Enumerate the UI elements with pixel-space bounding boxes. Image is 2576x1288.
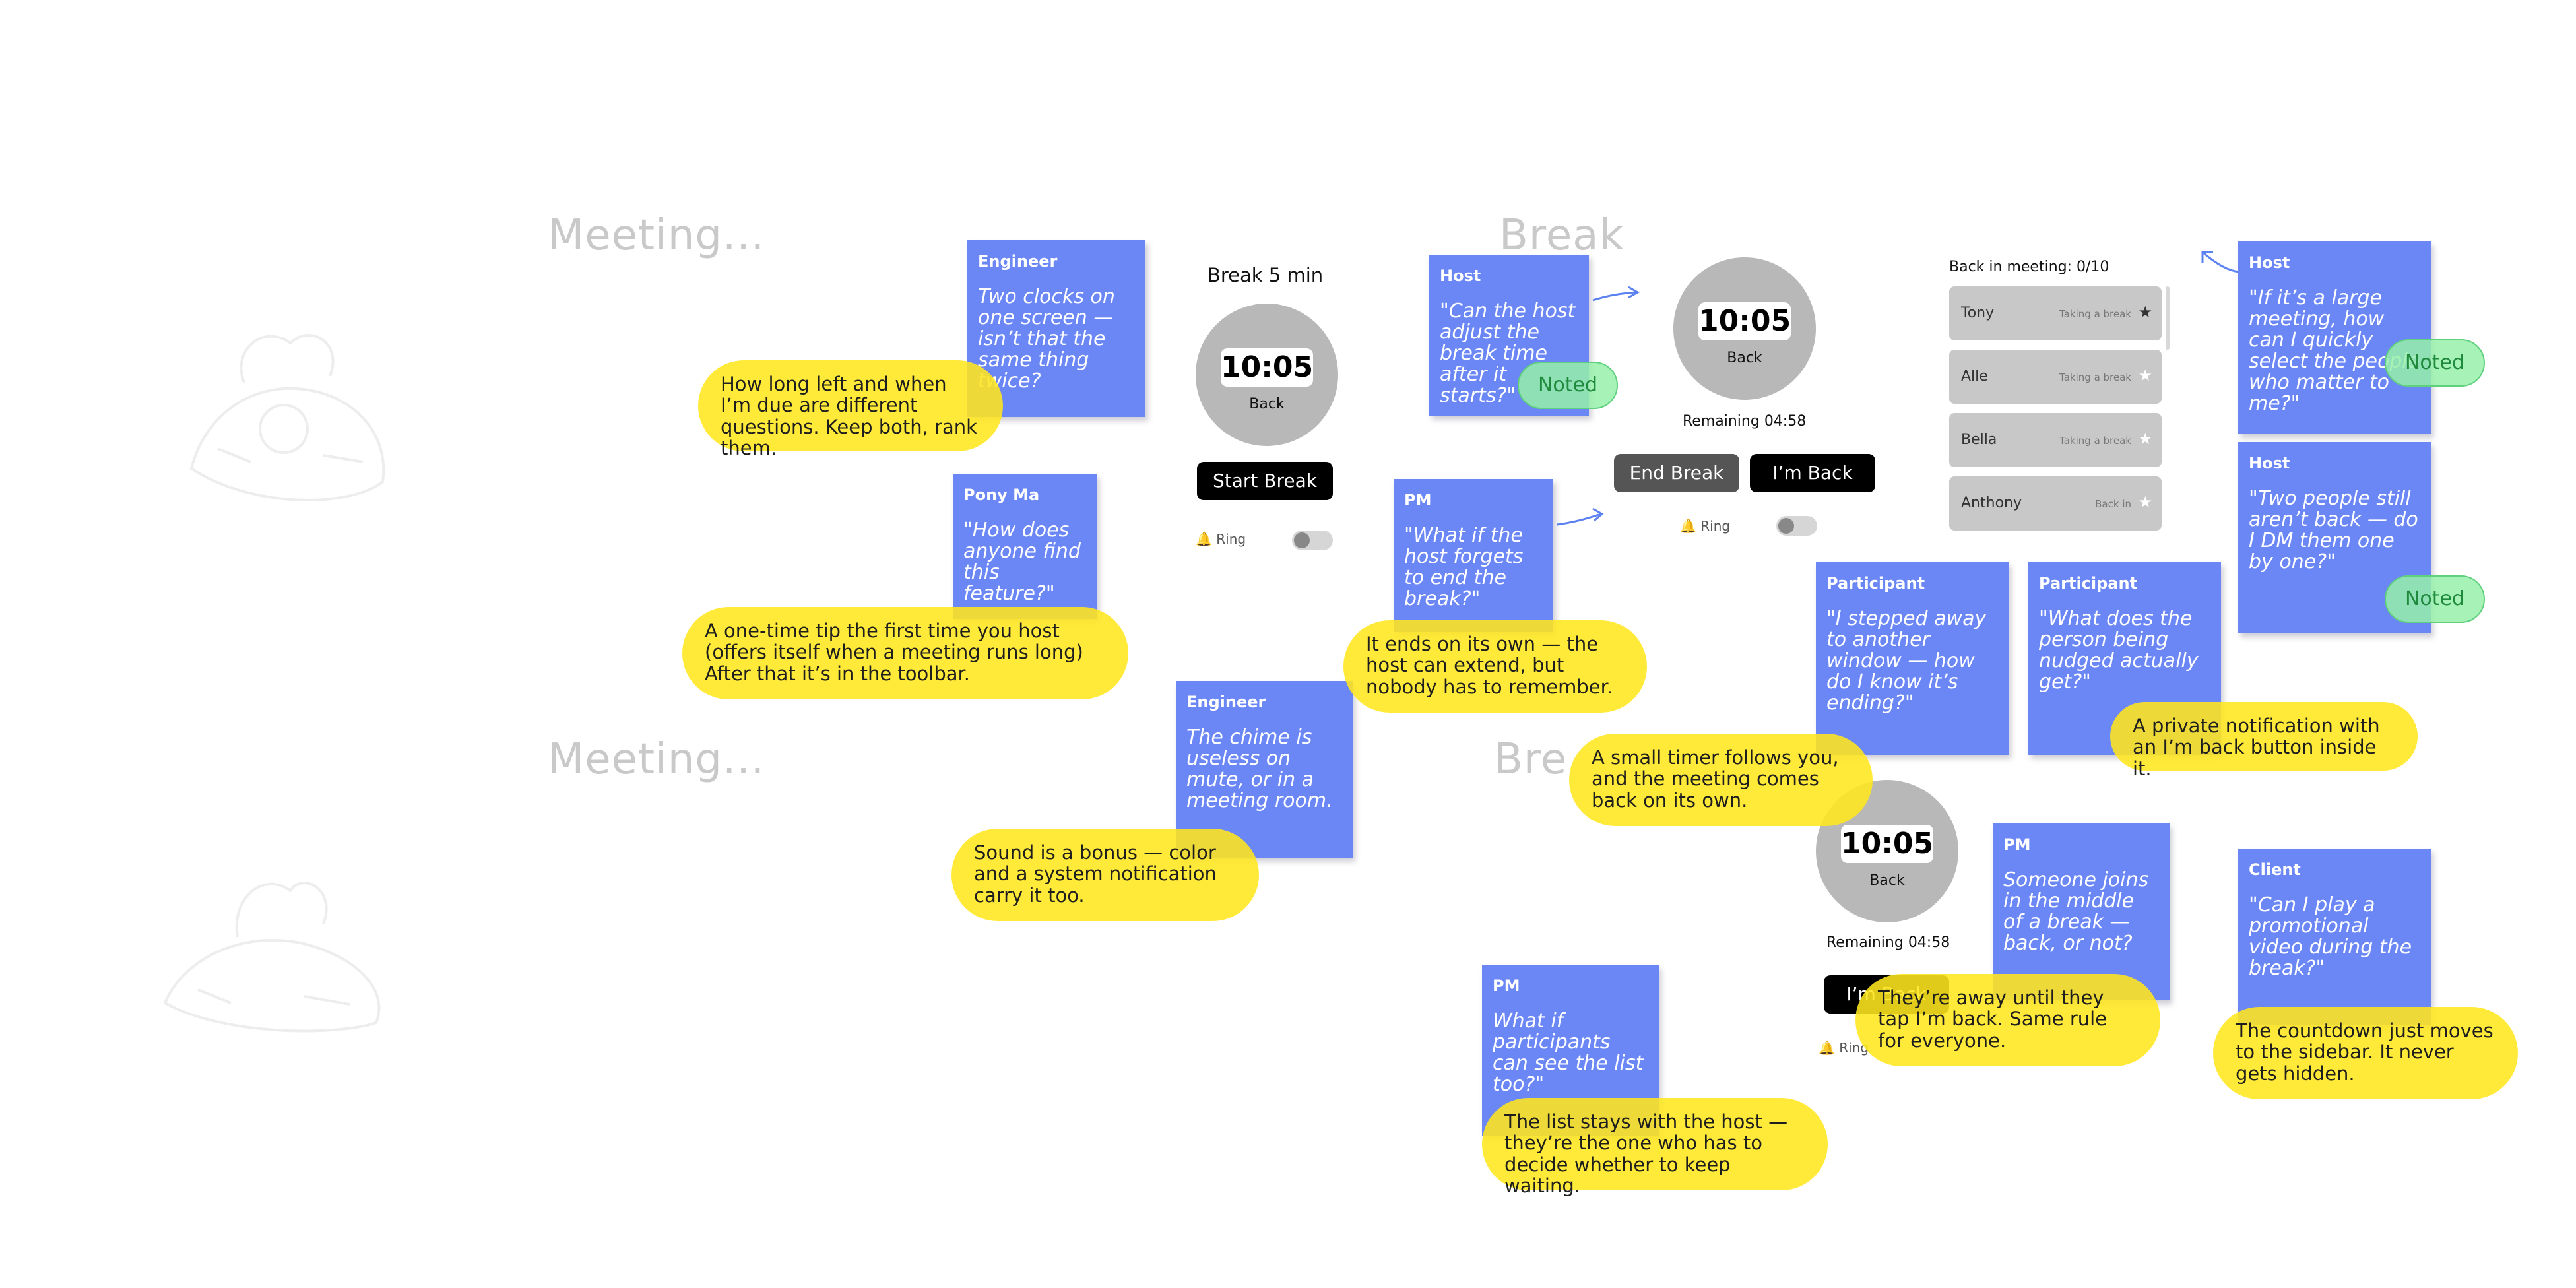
noted-badge: Noted [1518, 362, 1618, 409]
star-icon[interactable]: ★ [2138, 494, 2152, 511]
sketch-illustration-bottom [163, 882, 381, 1033]
note-role: PM [1493, 977, 1520, 995]
clock-label: Back [1869, 872, 1905, 889]
ring-row: 🔔 Ring [1680, 518, 1730, 534]
arrow-to-participant-list [2201, 251, 2240, 273]
participant-status: Taking a break [2059, 308, 2131, 320]
ring-row: 🔔 Ring [1196, 531, 1246, 547]
note-role: Pony Ma [963, 486, 1040, 504]
note-role: Participant [2039, 574, 2138, 593]
sticky-note: PM "What if the host forgets to end the … [1394, 479, 1553, 632]
sticky-note: Pony Ma "How does anyone find this featu… [953, 474, 1097, 619]
clock-time: 10:05 [1841, 825, 1933, 863]
comment-bubble: How long left and when I’m due are diffe… [698, 360, 1003, 459]
note-quote: "What if the host forgets to end the bre… [1404, 524, 1524, 611]
sticky-note: Client "Can I play a promotional video d… [2238, 849, 2431, 1025]
bell-icon: 🔔 [1819, 1040, 1835, 1056]
sticky-note: Participant "I stepped away to another w… [1816, 562, 2009, 755]
comment-bubble: A one-time tip the first time you host (… [682, 607, 1128, 699]
note-quote: "I stepped away to another window — how … [1826, 607, 1987, 715]
arrow-to-end-break [1557, 507, 1604, 526]
participant-name: Anthony [1961, 495, 2022, 511]
participant-row[interactable]: Anthony Back in ★ [1949, 476, 2162, 531]
note-quote: "What does the person being nudged actua… [2039, 607, 2199, 694]
clock-time: 10:05 [1698, 302, 1791, 340]
clock-label: Back [1727, 350, 1762, 366]
participant-status: Taking a break [2059, 371, 2131, 383]
note-quote: "Two people still aren’t back — do I DM … [2249, 487, 2418, 574]
participant-status: Taking a break [2059, 435, 2131, 447]
ring-label: Ring [1216, 531, 1246, 547]
note-quote: "How does anyone find this feature?" [963, 519, 1081, 606]
comment-bubble: The countdown just moves to the sidebar.… [2213, 1007, 2518, 1099]
bell-icon: 🔔 [1680, 518, 1696, 534]
start-break-button[interactable]: Start Break [1197, 462, 1333, 500]
sketch-illustration-top [189, 334, 385, 501]
arrow-to-break-clock [1592, 286, 1640, 302]
meeting-title-top: Meeting... [548, 211, 765, 260]
participant-name: Bella [1961, 432, 1997, 448]
comment-bubble: The list stays with the host — they’re t… [1482, 1098, 1828, 1197]
back-in-meeting-count: Back in meeting: 0/10 [1949, 259, 2109, 275]
break-duration-heading: Break 5 min [1208, 264, 1324, 286]
note-quote: Two clocks on one screen — isn’t that th… [978, 285, 1115, 393]
clock-label: Back [1249, 396, 1285, 412]
comment-bubble: It ends on its own — the host can extend… [1343, 620, 1647, 713]
sticky-note: Host "If it’s a large meeting, how can I… [2238, 242, 2431, 434]
note-quote: Someone joins in the middle of a break —… [2003, 868, 2149, 955]
comment-bubble: A private notification with an I’m back … [2110, 702, 2418, 779]
participant-row[interactable]: Alle Taking a break ★ [1949, 350, 2162, 404]
participant-row[interactable]: Tony Taking a break ★ [1949, 286, 2162, 340]
break-clock-2: 10:05 Back [1673, 257, 1816, 400]
meeting-title-bottom: Meeting... [548, 735, 765, 784]
ring-toggle[interactable] [1776, 516, 1817, 536]
note-quote: What if participants can see the list to… [1493, 1010, 1644, 1097]
noted-badge: Noted [2385, 339, 2485, 387]
note-quote: The chime is useless on mute, or in a me… [1186, 726, 1333, 813]
comment-bubble: Sound is a bonus — color and a system no… [951, 829, 1259, 921]
participant-name: Tony [1961, 305, 1995, 321]
star-icon[interactable]: ★ [2138, 304, 2152, 321]
note-role: Engineer [1186, 693, 1266, 711]
note-role: Engineer [978, 252, 1058, 271]
break-title-bottom: Bre [1494, 735, 1568, 784]
comment-bubble: They’re away until they tap I’m back. Sa… [1855, 974, 2160, 1066]
note-role: PM [1404, 491, 1432, 509]
break-title-top: Break [1499, 211, 1625, 260]
note-role: Host [2249, 454, 2290, 472]
participant-name: Alle [1961, 368, 1988, 385]
ring-toggle[interactable] [1292, 531, 1333, 550]
note-role: Host [2249, 253, 2290, 272]
list-scrollbar[interactable] [2166, 286, 2170, 350]
note-role: Host [1440, 267, 1481, 285]
break-clock-1: 10:05 Back [1196, 304, 1338, 446]
participant-status: Back in [2095, 498, 2131, 510]
note-role: PM [2003, 835, 2031, 854]
note-role: Client [2249, 860, 2301, 879]
sticky-note: Engineer The chime is useless on mute, o… [1176, 681, 1353, 858]
ring-label: Ring [1700, 518, 1731, 534]
star-icon[interactable]: ★ [2138, 367, 2152, 385]
note-quote: "Can I play a promotional video during t… [2249, 893, 2412, 981]
break-clock-3: 10:05 Back [1816, 780, 1958, 922]
comment-bubble: A small timer follows you, and the meeti… [1569, 734, 1873, 826]
end-break-button[interactable]: End Break [1614, 454, 1739, 492]
star-icon[interactable]: ★ [2138, 430, 2152, 448]
remaining-time: Remaining 04:58 [1683, 413, 1807, 430]
sticky-note: Participant "What does the person being … [2028, 562, 2221, 755]
noted-badge: Noted [2385, 575, 2485, 623]
note-quote: "Can the host adjust the break time afte… [1440, 300, 1576, 408]
remaining-time: Remaining 04:58 [1826, 934, 1950, 951]
participant-row[interactable]: Bella Taking a break ★ [1949, 413, 2162, 467]
sticky-note: Host "Two people still aren’t back — do … [2238, 442, 2431, 633]
note-role: Participant [1826, 574, 1925, 593]
sticky-note: PM Someone joins in the middle of a brea… [1993, 823, 2170, 1000]
clock-time: 10:05 [1221, 348, 1313, 387]
bell-icon: 🔔 [1196, 531, 1212, 547]
im-back-button[interactable]: I’m Back [1750, 454, 1875, 492]
